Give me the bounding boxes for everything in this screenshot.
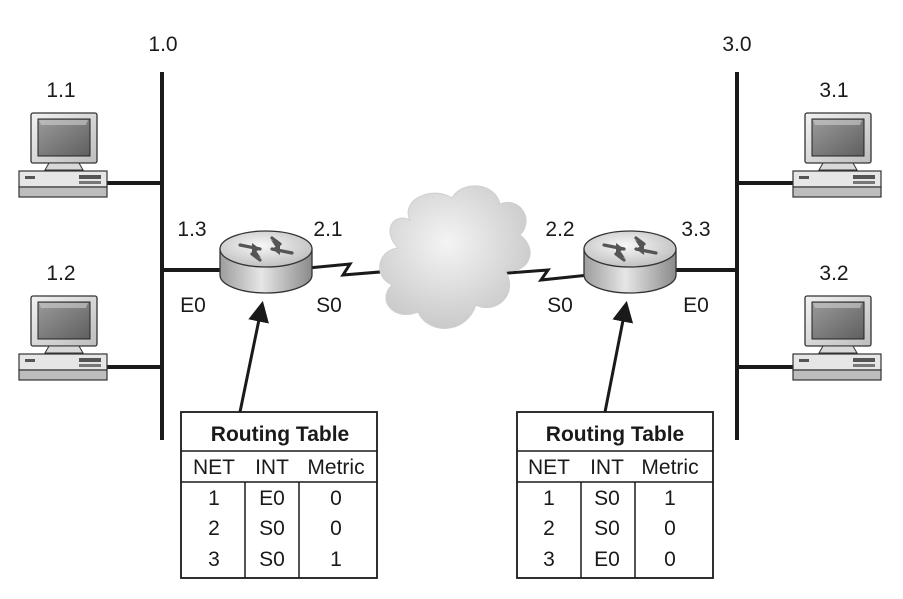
left-router-icon	[218, 229, 314, 295]
right-table-cell: 2	[543, 517, 555, 540]
left-serial-link	[307, 262, 393, 277]
right-table-cell: 1	[664, 487, 676, 510]
host-3-1-label: 3.1	[819, 79, 848, 102]
left-table-cell: E0	[259, 487, 285, 510]
right-table-cell: E0	[594, 548, 620, 571]
left-table-cell: 1	[330, 548, 342, 571]
right-table-cell: 1	[543, 487, 555, 510]
left-table-header-net: NET	[193, 456, 235, 479]
left-table-cell: 0	[330, 517, 342, 540]
host-1-1-label: 1.1	[46, 79, 75, 102]
right-table-cell: S0	[594, 487, 620, 510]
left-table-cell: 1	[208, 487, 220, 510]
right-table-header-metric: Metric	[641, 456, 698, 479]
right-table-cell: S0	[594, 517, 620, 540]
left-router-s0-label: S0	[316, 294, 342, 317]
right-table-cell: 0	[664, 548, 676, 571]
left-table-cell: S0	[259, 548, 285, 571]
right-router-s0-address: 2.2	[545, 218, 574, 241]
left-table-header-metric: Metric	[307, 456, 364, 479]
left-table-title: Routing Table	[211, 423, 349, 446]
left-table-arrow	[238, 300, 269, 413]
host-3-1-computer-icon	[792, 112, 882, 198]
right-router-e0-address: 3.3	[681, 218, 710, 241]
host-3-2-label: 3.2	[819, 262, 848, 285]
wan-cloud	[379, 185, 531, 329]
right-table-title: Routing Table	[546, 423, 684, 446]
right-table-cell: 0	[664, 517, 676, 540]
host-1-1-computer-icon	[18, 112, 108, 198]
host-1-2-computer-icon	[18, 295, 108, 381]
right-table-arrow	[603, 300, 634, 413]
host-1-2-label: 1.2	[46, 262, 75, 285]
left-table-cell: S0	[259, 517, 285, 540]
left-table-header-int: INT	[255, 456, 289, 479]
network-3-label: 3.0	[722, 33, 751, 56]
right-serial-link	[494, 268, 590, 282]
right-routing-table: Routing Table NET INT Metric 1 S0 1 2 S0…	[516, 411, 714, 579]
left-table-cell: 3	[208, 548, 220, 571]
right-table-header-net: NET	[528, 456, 570, 479]
left-router-e0-address: 1.3	[177, 218, 206, 241]
host-3-2-computer-icon	[792, 295, 882, 381]
left-table-cell: 2	[208, 517, 220, 540]
right-table-cell: 3	[543, 548, 555, 571]
left-router-s0-address: 2.1	[313, 218, 342, 241]
network-1-label: 1.0	[148, 33, 177, 56]
right-router-s0-label: S0	[547, 294, 573, 317]
right-router-icon	[582, 229, 678, 295]
left-table-cell: 0	[330, 487, 342, 510]
left-routing-table: Routing Table NET INT Metric 1 E0 0 2 S0…	[180, 411, 378, 579]
right-table-header-int: INT	[590, 456, 624, 479]
left-router-e0-label: E0	[180, 294, 206, 317]
right-router-e0-label: E0	[683, 294, 709, 317]
